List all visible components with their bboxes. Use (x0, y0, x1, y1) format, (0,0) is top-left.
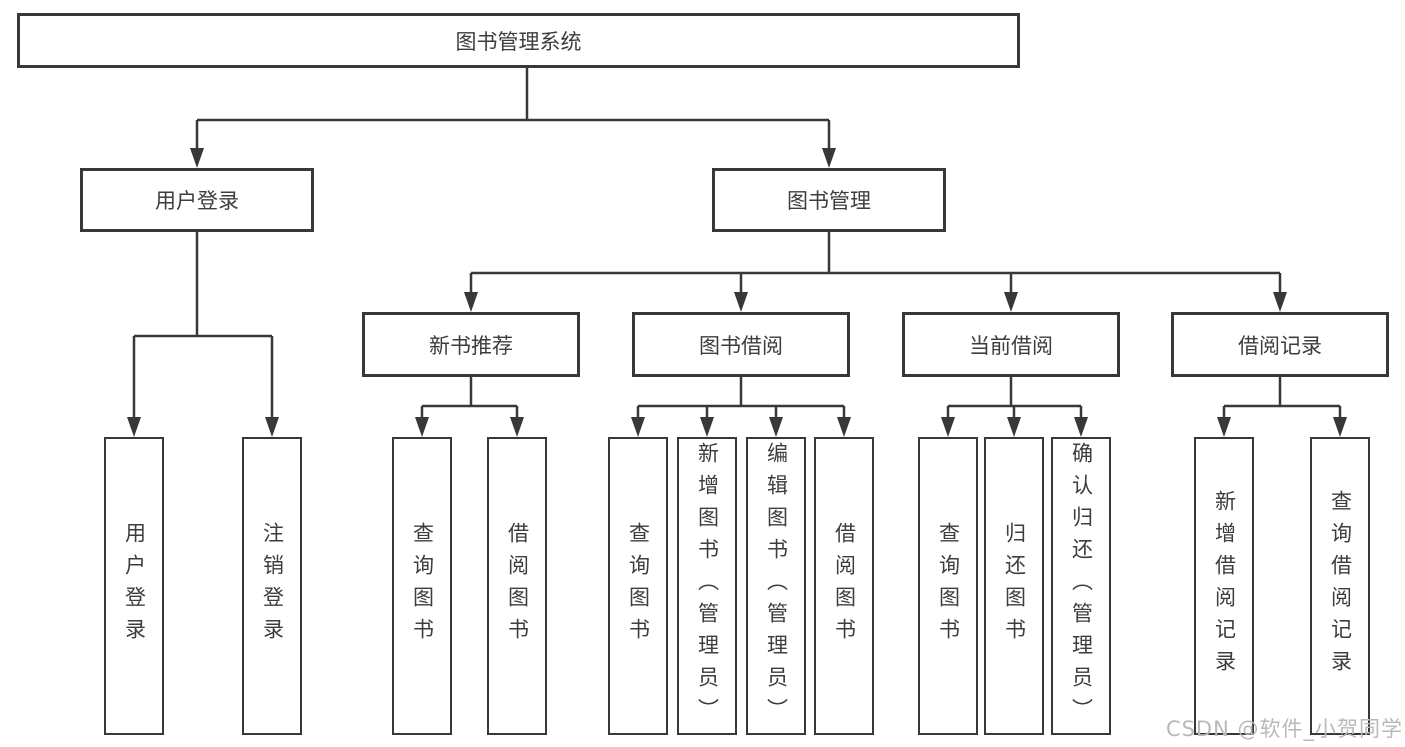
node-new-book-recommend: 新书推荐 (362, 312, 580, 377)
leaf-return-book: 归还图书 (984, 437, 1044, 735)
node-current-borrow-label: 当前借阅 (969, 333, 1053, 358)
leaf-query-borrow-record-label: 查询借阅记录 (1328, 490, 1353, 682)
leaf-edit-book-admin: 编辑图书（管理员） (746, 437, 806, 735)
csdn-watermark: CSDN @软件_小贺同学 (1165, 717, 1403, 741)
node-root: 图书管理系统 (17, 13, 1020, 68)
node-book-management: 图书管理 (712, 168, 946, 232)
node-user-login: 用户登录 (80, 168, 314, 232)
arrowheads (127, 148, 1347, 437)
leaf-confirm-return-admin-label: 确认归还（管理员） (1069, 442, 1094, 730)
node-book-management-label: 图书管理 (787, 189, 871, 213)
node-borrow-records: 借阅记录 (1171, 312, 1389, 377)
leaf-query-books-borrow-label: 查询图书 (626, 522, 651, 650)
leaf-query-borrow-record: 查询借阅记录 (1310, 437, 1370, 735)
leaf-add-book-admin: 新增图书（管理员） (677, 437, 737, 735)
node-borrow-records-label: 借阅记录 (1238, 333, 1322, 358)
node-user-login-label: 用户登录 (155, 189, 239, 213)
leaf-query-books-recommend-label: 查询图书 (410, 522, 435, 650)
leaf-query-books-recommend: 查询图书 (392, 437, 452, 735)
node-new-book-recommend-label: 新书推荐 (429, 333, 513, 358)
leaf-logout: 注销登录 (242, 437, 302, 735)
node-book-borrow: 图书借阅 (632, 312, 850, 377)
leaf-user-login-label: 用户登录 (122, 522, 147, 650)
leaf-add-book-admin-label: 新增图书（管理员） (695, 442, 720, 730)
node-root-label: 图书管理系统 (455, 29, 582, 54)
leaf-confirm-return-admin: 确认归还（管理员） (1051, 437, 1111, 735)
node-book-borrow-label: 图书借阅 (699, 333, 783, 358)
leaf-add-borrow-record-label: 新增借阅记录 (1212, 490, 1237, 682)
leaf-borrow-books-label: 借阅图书 (832, 522, 857, 650)
leaf-query-books-current-label: 查询图书 (936, 522, 961, 650)
leaf-query-books-borrow: 查询图书 (608, 437, 668, 735)
leaf-borrow-books-recommend: 借阅图书 (487, 437, 547, 735)
leaf-return-book-label: 归还图书 (1002, 522, 1027, 650)
leaf-user-login: 用户登录 (104, 437, 164, 735)
leaf-borrow-books-recommend-label: 借阅图书 (505, 522, 530, 650)
leaf-edit-book-admin-label: 编辑图书（管理员） (764, 442, 789, 730)
node-current-borrow: 当前借阅 (902, 312, 1120, 377)
leaf-borrow-books: 借阅图书 (814, 437, 874, 735)
leaf-query-books-current: 查询图书 (918, 437, 978, 735)
leaf-add-borrow-record: 新增借阅记录 (1194, 437, 1254, 735)
leaf-logout-label: 注销登录 (260, 522, 285, 650)
